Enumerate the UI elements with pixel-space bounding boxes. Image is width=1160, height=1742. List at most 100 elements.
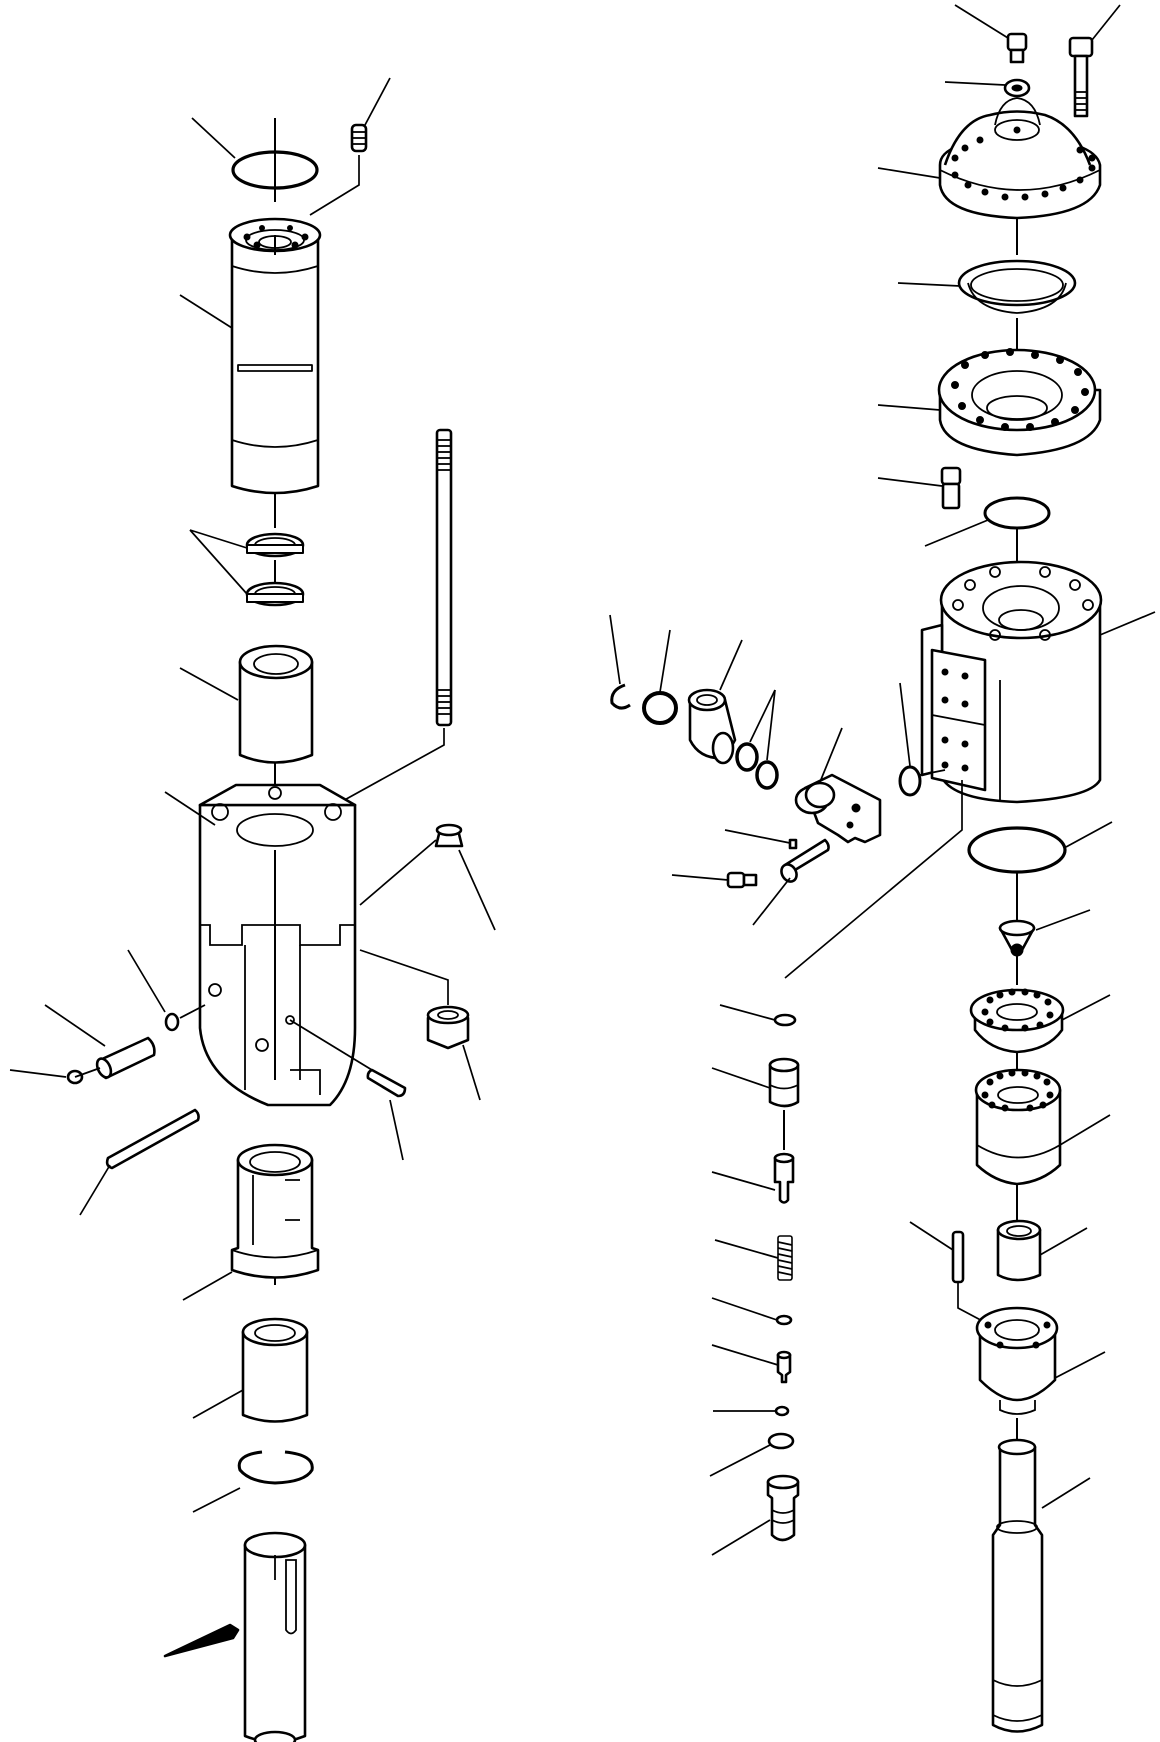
part-outline-circle <box>1089 165 1095 171</box>
leader-line <box>712 1520 770 1555</box>
part-outline-circle <box>982 1092 988 1098</box>
part-outline-circle <box>325 804 341 820</box>
retaining-ring-shape <box>193 1452 312 1512</box>
leader-line <box>945 82 1005 85</box>
part-outline-ellipse <box>972 371 1062 419</box>
part-outline-ellipse <box>775 1015 795 1025</box>
part-outline-circle <box>962 673 968 679</box>
leader-line <box>365 78 390 125</box>
leader-line <box>715 1240 778 1258</box>
part-outline-ellipse <box>997 1521 1037 1533</box>
part-outline-ellipse <box>1012 85 1022 91</box>
leader-line <box>878 168 940 178</box>
sleeve-shape <box>998 1221 1087 1280</box>
part-outline-path <box>1000 1400 1035 1414</box>
part-outline-rect <box>238 365 312 371</box>
part-outline-line <box>75 1068 100 1077</box>
part-outline-ellipse <box>94 1056 113 1079</box>
part-outline-ellipse <box>769 1434 793 1448</box>
part-outline-path <box>993 1715 1042 1721</box>
part-outline-circle <box>987 1019 993 1025</box>
part-outline-ellipse <box>428 1007 468 1023</box>
part-outline-circle <box>1047 1092 1053 1098</box>
plug-top-shape <box>360 825 495 930</box>
part-outline-ellipse <box>644 693 676 723</box>
part-outline-line <box>778 1242 792 1245</box>
piston-shape <box>993 1440 1090 1732</box>
part-outline-ellipse <box>689 690 725 710</box>
part-outline-circle <box>269 787 281 799</box>
leader-line <box>1092 5 1120 40</box>
part-outline-circle <box>1075 369 1082 376</box>
part-outline-circle <box>990 630 1000 640</box>
piston-guide-shape <box>977 1308 1105 1414</box>
part-outline-circle <box>977 417 984 424</box>
part-outline-circle <box>942 697 948 703</box>
part-outline-ellipse <box>987 396 1047 420</box>
leader-line <box>180 295 232 328</box>
part-outline-circle <box>1040 1102 1046 1108</box>
part-outline-ellipse <box>997 1004 1037 1020</box>
leader-line <box>1062 995 1110 1020</box>
o-ring-side-shape <box>900 683 920 795</box>
part-outline-circle <box>1072 407 1079 414</box>
part-outline-circle <box>1037 1022 1043 1028</box>
part-outline-circle <box>1014 127 1020 133</box>
part-outline-circle <box>1060 185 1066 191</box>
part-outline-circle <box>990 567 1000 577</box>
part-outline-circle <box>1022 194 1028 200</box>
part-outline-path <box>286 1560 296 1634</box>
part-outline-path <box>290 1070 320 1095</box>
part-outline-circle <box>985 1322 991 1328</box>
part-outline-rect <box>1008 34 1026 50</box>
leader-line <box>10 1070 66 1077</box>
part-outline-circle <box>1033 1342 1039 1348</box>
leader-line <box>878 405 940 410</box>
part-outline-ellipse <box>1000 921 1034 935</box>
part-outline-circle <box>959 403 966 410</box>
part-outline-circle <box>965 580 975 590</box>
part-outline-ellipse <box>254 654 298 674</box>
part-outline-ellipse <box>778 1352 790 1358</box>
leader-line <box>610 615 620 684</box>
part-outline-circle <box>1044 1079 1050 1085</box>
part-outline-path <box>998 1230 1040 1280</box>
part-outline-circle <box>1034 1073 1040 1079</box>
top-socket-bolt-right <box>1070 5 1120 116</box>
part-outline-circle <box>952 172 958 178</box>
part-outline-ellipse <box>999 1440 1035 1454</box>
part-outline-circle <box>997 992 1003 998</box>
part-outline-path <box>240 662 312 763</box>
part-outline-circle <box>1077 177 1083 183</box>
part-outline-circle <box>987 997 993 1003</box>
part-outline-circle <box>1047 1012 1053 1018</box>
bushing-shape <box>240 646 312 763</box>
part-outline-circle <box>1011 944 1023 956</box>
part-outline-ellipse <box>969 828 1065 872</box>
leader-line <box>1055 1352 1105 1378</box>
leader-line <box>190 530 247 548</box>
part-outline-ellipse <box>900 767 920 795</box>
part-outline-ellipse <box>976 1070 1060 1110</box>
part-outline-circle <box>1002 424 1009 431</box>
part-outline-circle <box>962 741 968 747</box>
part-outline-circle <box>989 1102 995 1108</box>
leader-line <box>180 668 238 700</box>
part-outline-circle <box>1044 1322 1050 1328</box>
leader-line <box>878 478 942 486</box>
part-outline-circle <box>1002 194 1008 200</box>
part-outline-circle <box>1070 580 1080 590</box>
part-outline-circle <box>1007 349 1014 356</box>
part-outline-rect <box>1011 50 1023 62</box>
part-outline-circle <box>292 242 298 248</box>
part-outline-path <box>612 685 630 708</box>
leader-line <box>390 1100 403 1160</box>
leader-line <box>330 728 444 808</box>
part-outline-circle <box>254 242 260 248</box>
part-outline-circle <box>997 1342 1003 1348</box>
leader-line <box>720 1005 775 1020</box>
part-outline-line <box>778 1248 792 1251</box>
leader-line <box>712 1068 770 1088</box>
